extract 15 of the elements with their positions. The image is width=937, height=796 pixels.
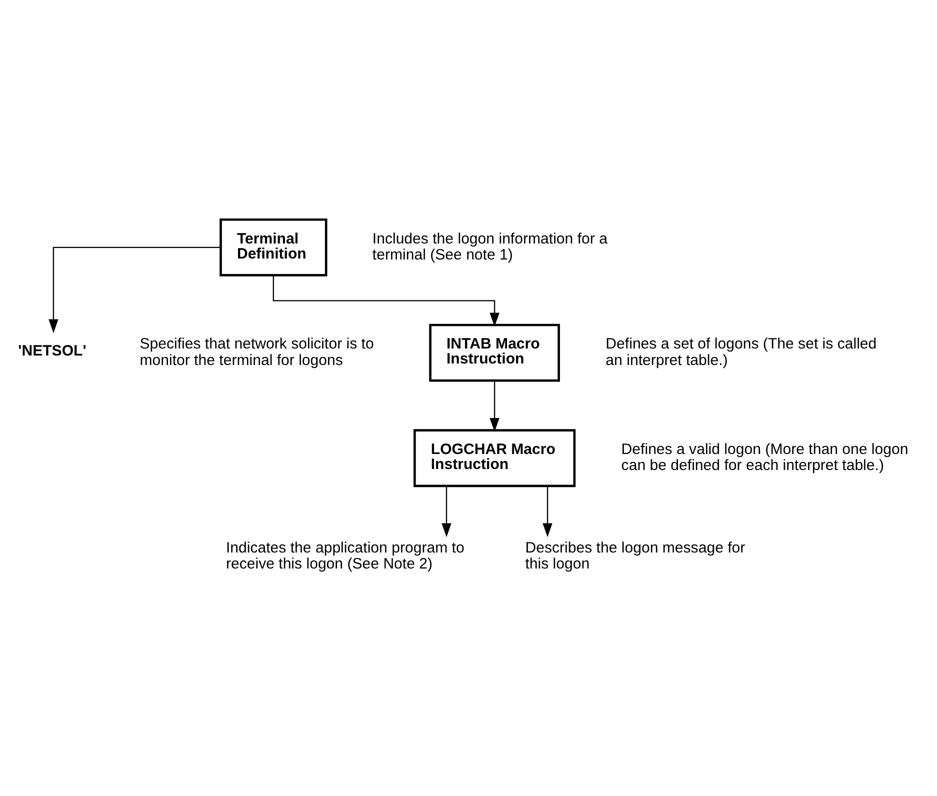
node-text: Describes the logon message for this logon — [525, 538, 746, 572]
node-text: Indicates the application program to receive this logon (See Note 2) — [226, 538, 464, 572]
arrow — [48, 246, 221, 333]
node-label: Defines a valid logon (More than one logon can be defined for each interpret table.) — [621, 440, 908, 474]
node-box: LOGCHAR Macro Instruction — [414, 428, 576, 487]
node-box: Terminal Definition — [220, 218, 328, 276]
arrow — [542, 486, 552, 537]
node-text: 'NETSOL' — [18, 342, 86, 360]
arrow — [442, 486, 452, 537]
node-box: INTAB Macro Instruction — [429, 323, 560, 382]
arrow — [272, 274, 500, 326]
node-label: Defines a set of logons (The set is called an interpret table.) — [606, 335, 877, 368]
node-label: Specifies that network solicitor is to monitor the terminal for logons — [140, 335, 374, 368]
arrow — [490, 380, 500, 432]
node-label: Includes the logon information for a terminal (See note 1) — [372, 230, 608, 263]
